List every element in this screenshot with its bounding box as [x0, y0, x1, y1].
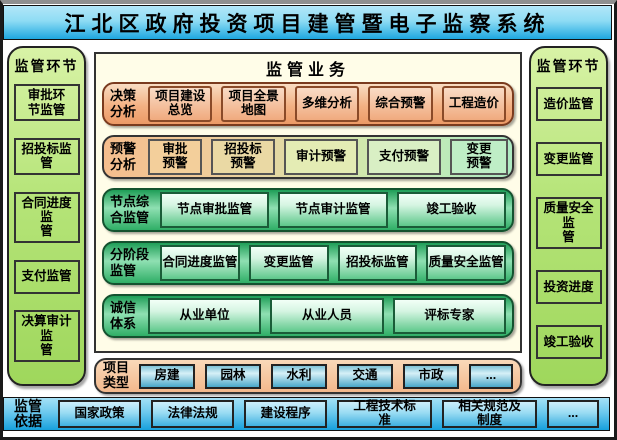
project-type-box[interactable]: 水利	[271, 363, 327, 389]
module-box[interactable]: 变更 预警	[450, 139, 508, 175]
project-type-row: 项目 类型 房建园林水利交通市政...	[94, 358, 522, 394]
basis-box[interactable]: 相关规范及 制度	[442, 399, 538, 428]
module-box[interactable]: 综合预警	[368, 86, 433, 122]
node-supervision-row: 节点综 合监管 节点审批监管节点审计监管竣工验收	[102, 188, 514, 232]
basis-label: 监管 依据	[14, 397, 42, 429]
project-type-box[interactable]: 交通	[337, 363, 393, 389]
basis-box[interactable]: 建设程序	[244, 400, 328, 428]
supervision-link-box[interactable]: 审批环 节监管	[13, 84, 80, 122]
module-box[interactable]: 合同进度监管	[160, 245, 240, 281]
right-panel-items: 造价监管变更监管质量安全监 管投资进度竣工验收	[535, 76, 602, 370]
right-supervision-panel: 监管环节 造价监管变更监管质量安全监 管投资进度竣工验收	[529, 46, 608, 386]
supervision-link-box[interactable]: 决算审计监 管	[13, 310, 80, 362]
supervision-business-panel: 监管业务 决策 分析 项目建设 总览项目全景 地图多维分析综合预警工程造价 预警…	[94, 52, 522, 353]
module-box[interactable]: 项目建设 总览	[148, 86, 213, 122]
supervision-link-box[interactable]: 造价监管	[535, 86, 602, 121]
basis-items: 国家政策法律法规建设程序工程技术标 准相关规范及 制度...	[58, 399, 600, 428]
basis-box[interactable]: 国家政策	[58, 400, 142, 428]
module-box[interactable]: 项目全景 地图	[221, 86, 286, 122]
system-title-bar: 江北区政府投资项目建管暨电子监察系统	[3, 5, 612, 40]
row-items: 审批 预警招投标 预警审计预警支付预警变更 预警	[148, 137, 508, 177]
module-box[interactable]: 评标专家	[392, 298, 506, 334]
business-panel-title: 监管业务	[265, 62, 350, 79]
project-type-box[interactable]: 市政	[403, 363, 459, 389]
left-panel-header: 监管环节	[14, 58, 79, 74]
module-box[interactable]: 从业单位	[148, 298, 262, 334]
left-panel-items: 审批环 节监管招投标监管合同进度监 管支付监管决算审计监 管	[13, 76, 80, 370]
project-type-label: 项目 类型	[103, 360, 130, 390]
row-items: 节点审批监管节点审计监管竣工验收	[160, 190, 506, 230]
project-type-box[interactable]: 房建	[139, 363, 195, 389]
row-label: 节点综 合监管	[110, 194, 150, 225]
warning-analysis-row: 预警 分析 审批 预警招投标 预警审计预警支付预警变更 预警	[102, 135, 514, 179]
row-items: 项目建设 总览项目全景 地图多维分析综合预警工程造价	[148, 84, 507, 124]
module-box[interactable]: 招投标 预警	[211, 139, 275, 175]
basis-box[interactable]: ...	[547, 400, 600, 428]
integrity-system-row: 诚信 体系 从业单位从业人员评标专家	[102, 294, 514, 338]
module-box[interactable]: 节点审批监管	[160, 192, 270, 228]
supervision-link-box[interactable]: 投资进度	[535, 269, 602, 304]
module-box[interactable]: 审批 预警	[148, 139, 202, 175]
decision-analysis-row: 决策 分析 项目建设 总览项目全景 地图多维分析综合预警工程造价	[102, 82, 514, 126]
row-items: 从业单位从业人员评标专家	[148, 296, 506, 336]
module-box[interactable]: 多维分析	[294, 86, 360, 122]
row-items: 合同进度监管变更监管招投标监管质量安全监管	[160, 243, 506, 283]
supervision-link-box[interactable]: 质量安全监 管	[535, 197, 602, 249]
module-box[interactable]: 审计预警	[284, 139, 358, 175]
supervision-link-box[interactable]: 招投标监管	[13, 138, 80, 175]
row-label: 分阶段 监管	[110, 247, 150, 278]
module-box[interactable]: 变更监管	[248, 245, 329, 281]
module-box[interactable]: 支付预警	[367, 139, 441, 175]
project-type-box[interactable]: 园林	[205, 363, 261, 389]
module-box[interactable]: 工程造价	[441, 86, 507, 122]
module-box[interactable]: 质量安全监管	[426, 245, 506, 281]
module-box[interactable]: 招投标监管	[337, 245, 418, 281]
left-supervision-panel: 监管环节 审批环 节监管招投标监管合同进度监 管支付监管决算审计监 管	[7, 46, 86, 386]
supervision-link-box[interactable]: 变更监管	[535, 142, 602, 177]
supervision-link-box[interactable]: 合同进度监 管	[13, 191, 80, 243]
supervision-basis-bar: 监管 依据 国家政策法律法规建设程序工程技术标 准相关规范及 制度...	[3, 397, 610, 431]
row-label: 决策 分析	[110, 88, 137, 119]
module-box[interactable]: 从业人员	[270, 298, 384, 334]
system-title: 江北区政府投资项目建管暨电子监察系统	[64, 12, 551, 36]
right-panel-header: 监管环节	[536, 58, 601, 74]
row-label: 诚信 体系	[110, 300, 137, 331]
supervision-link-box[interactable]: 竣工验收	[535, 325, 602, 360]
supervision-link-box[interactable]: 支付监管	[13, 259, 80, 294]
project-type-box[interactable]: ...	[469, 363, 513, 389]
basis-box[interactable]: 工程技术标 准	[337, 399, 433, 428]
row-label: 预警 分析	[110, 141, 137, 172]
module-box[interactable]: 竣工验收	[396, 192, 506, 228]
basis-box[interactable]: 法律法规	[151, 400, 235, 428]
module-box[interactable]: 节点审计监管	[278, 192, 388, 228]
project-type-items: 房建园林水利交通市政...	[139, 363, 513, 389]
stage-supervision-row: 分阶段 监管 合同进度监管变更监管招投标监管质量安全监管	[102, 241, 514, 285]
